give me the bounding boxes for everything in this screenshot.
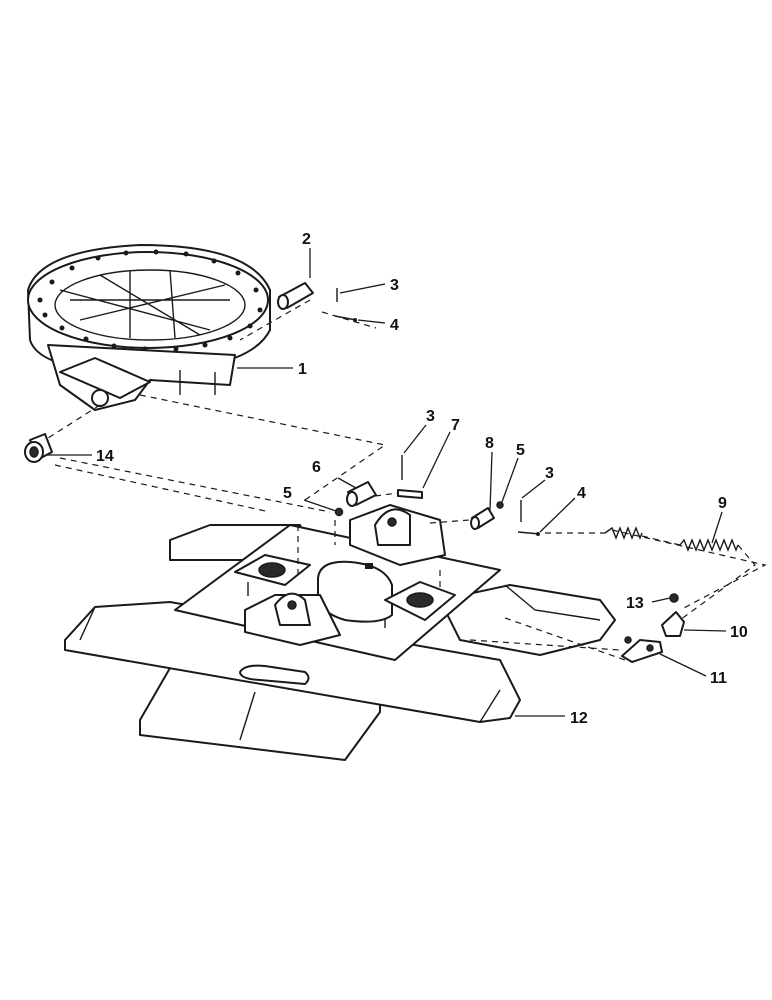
assembly-dashed-lines <box>44 299 767 661</box>
part-5-fitting-right <box>496 501 504 509</box>
part-11-latch <box>621 639 663 663</box>
callout-13: 13 <box>626 595 644 612</box>
callout-7: 7 <box>451 417 460 434</box>
callout-3-middle: 3 <box>426 408 435 425</box>
flange-bolt-holes <box>37 249 263 352</box>
part-4-clevis-pin-right <box>517 531 541 536</box>
part-5-fitting-left <box>334 507 344 517</box>
callout-10: 10 <box>730 624 748 641</box>
callout-4: 4 <box>390 317 399 334</box>
callout-11: 11 <box>710 670 727 687</box>
callout-9: 9 <box>718 495 727 512</box>
callout-1: 1 <box>298 361 307 378</box>
part-2-pin <box>277 282 314 310</box>
callout-8: 8 <box>485 435 494 452</box>
part-8-pin <box>470 507 495 530</box>
callout-14: 14 <box>96 448 114 465</box>
part-12-base-frame <box>64 504 616 761</box>
part-6-pin <box>346 481 377 507</box>
part-7-pin <box>397 489 423 499</box>
callout-labels: 2 3 4 1 14 3 7 6 8 5 5 3 4 9 13 10 11 12 <box>96 231 748 727</box>
callout-6: 6 <box>312 459 321 476</box>
callout-3: 3 <box>390 277 399 294</box>
callout-2: 2 <box>302 231 311 248</box>
callout-3-right: 3 <box>545 465 554 482</box>
callout-leader-lines <box>45 248 727 717</box>
part-9-springs <box>604 526 739 552</box>
callout-5-left: 5 <box>283 485 292 502</box>
part-1-turntable-ring <box>27 244 271 411</box>
callout-4-right: 4 <box>577 485 586 502</box>
part-14-bushing <box>24 433 53 463</box>
part-10-cam <box>661 611 685 637</box>
callout-5-right: 5 <box>516 442 525 459</box>
callout-12: 12 <box>570 710 588 727</box>
